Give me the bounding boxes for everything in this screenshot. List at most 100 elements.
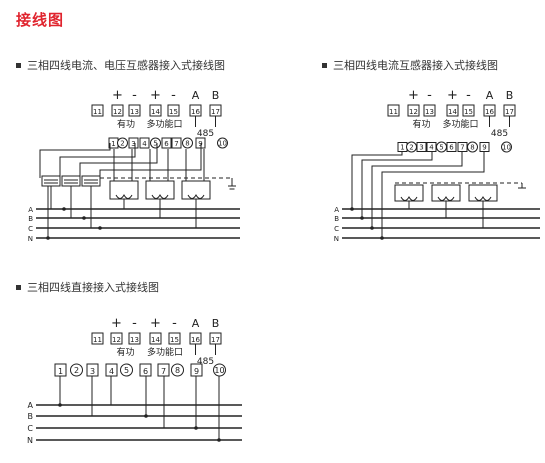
sensor-outline xyxy=(109,180,139,200)
terminal-13: 13 xyxy=(128,104,141,117)
terminal-3: 3 xyxy=(128,137,139,149)
terminal-number: 11 xyxy=(389,108,398,116)
wire xyxy=(79,143,158,186)
page-title: 接线图 xyxy=(16,11,65,29)
ct-coil xyxy=(400,195,418,201)
terminal-box xyxy=(171,137,182,149)
wire xyxy=(371,152,463,228)
terminal-8: 8 xyxy=(467,141,478,153)
terminal-number: 4 xyxy=(109,367,114,376)
terminal-number: 6 xyxy=(449,144,454,152)
terminal-5: 5 xyxy=(120,363,133,377)
terminal-10: 10 xyxy=(501,141,512,153)
section-title-pt-ct: 三相四线电流、电压互感器接入式接线图 xyxy=(16,57,225,73)
sensor-outline xyxy=(394,184,424,202)
sensor-box xyxy=(109,180,139,200)
terminal-box xyxy=(91,104,104,117)
phase-c: C xyxy=(27,424,242,433)
junction-dot xyxy=(82,216,86,220)
phase-c: C xyxy=(334,225,540,233)
terminal-3: 3 xyxy=(416,142,427,152)
section-title-ct: 三相四线电流互感器接入式接线图 xyxy=(322,57,498,73)
terminal-box xyxy=(446,142,457,152)
terminal-10: 10 xyxy=(213,363,226,377)
sensor-outline xyxy=(145,180,175,200)
ct-coil xyxy=(115,193,133,199)
terminal-number: 13 xyxy=(130,108,139,116)
junction-dot xyxy=(360,216,364,220)
terminal-symbol: + xyxy=(111,316,122,331)
terminal-number: 1 xyxy=(111,140,115,148)
wire xyxy=(59,143,136,182)
terminal-4: 4 xyxy=(426,142,437,152)
sensor-outline xyxy=(181,180,211,200)
phase-label: B xyxy=(334,215,339,223)
terminal-number: 1 xyxy=(400,144,404,152)
terminal-box xyxy=(149,332,162,345)
terminal-17: 17 xyxy=(209,104,222,117)
terminal-number: 14 xyxy=(448,108,457,116)
junction-dot xyxy=(98,226,102,230)
terminal-number: 1 xyxy=(58,367,63,376)
terminal-box xyxy=(168,332,181,345)
junction-dot xyxy=(194,426,198,430)
terminal-number: 13 xyxy=(130,336,139,344)
terminal-number: 10 xyxy=(214,366,224,375)
sensor-box xyxy=(145,180,175,200)
bullet-icon xyxy=(322,62,327,68)
terminal-number: 17 xyxy=(211,336,220,344)
terminal-number: 4 xyxy=(142,140,147,148)
terminal-symbol: - xyxy=(132,316,137,331)
terminal-symbol: - xyxy=(171,88,176,103)
terminal-7: 7 xyxy=(457,142,468,152)
terminal-symbol: + xyxy=(150,88,161,103)
terminal-box xyxy=(446,104,459,117)
section-title-text: 三相四线电流、电压互感器接入式接线图 xyxy=(27,59,225,72)
active-power-label: 有功 xyxy=(412,118,430,130)
terminal-number: 5 xyxy=(124,366,129,375)
voltage-transformer-icon xyxy=(41,175,61,187)
terminal-number: 3 xyxy=(90,367,95,376)
sensor-box xyxy=(468,184,498,202)
current-transformer-icon xyxy=(187,193,205,199)
terminal-box xyxy=(167,104,180,117)
terminal-box xyxy=(423,104,436,117)
phase-a: A xyxy=(28,206,240,214)
terminal-box xyxy=(416,142,427,152)
junction-dot xyxy=(58,403,62,407)
terminal-12: 12 xyxy=(407,104,420,117)
rs485-label: 485 xyxy=(197,357,214,367)
terminal-number: 9 xyxy=(194,367,199,376)
terminal-16: 16 xyxy=(483,104,496,117)
terminal-number: 11 xyxy=(93,108,102,116)
phase-label: N xyxy=(27,436,33,445)
ct-coil xyxy=(151,193,169,199)
terminal-8: 8 xyxy=(171,363,184,377)
phase-label: A xyxy=(334,206,339,214)
ct-coil xyxy=(187,193,205,199)
phase-b: B xyxy=(28,412,242,421)
phase-label: C xyxy=(27,424,33,433)
terminal-number: 7 xyxy=(460,144,464,152)
terminal-number: 16 xyxy=(191,108,200,116)
terminal-box xyxy=(128,137,139,149)
wire xyxy=(361,152,433,218)
terminal-box xyxy=(161,137,172,149)
terminal-symbol: + xyxy=(447,88,458,103)
wire xyxy=(381,152,485,238)
phase-c: C xyxy=(28,225,240,233)
terminal-number: 4 xyxy=(429,144,434,152)
terminal-box xyxy=(407,104,420,117)
terminal-number: 10 xyxy=(218,140,227,148)
terminal-circle xyxy=(467,141,478,153)
terminal-16: 16 xyxy=(189,104,202,117)
terminal-number: 10 xyxy=(502,144,511,152)
terminal-number: 2 xyxy=(120,140,124,148)
terminal-14: 14 xyxy=(149,104,162,117)
terminal-circle xyxy=(120,363,133,377)
phase-n: N xyxy=(28,235,240,243)
